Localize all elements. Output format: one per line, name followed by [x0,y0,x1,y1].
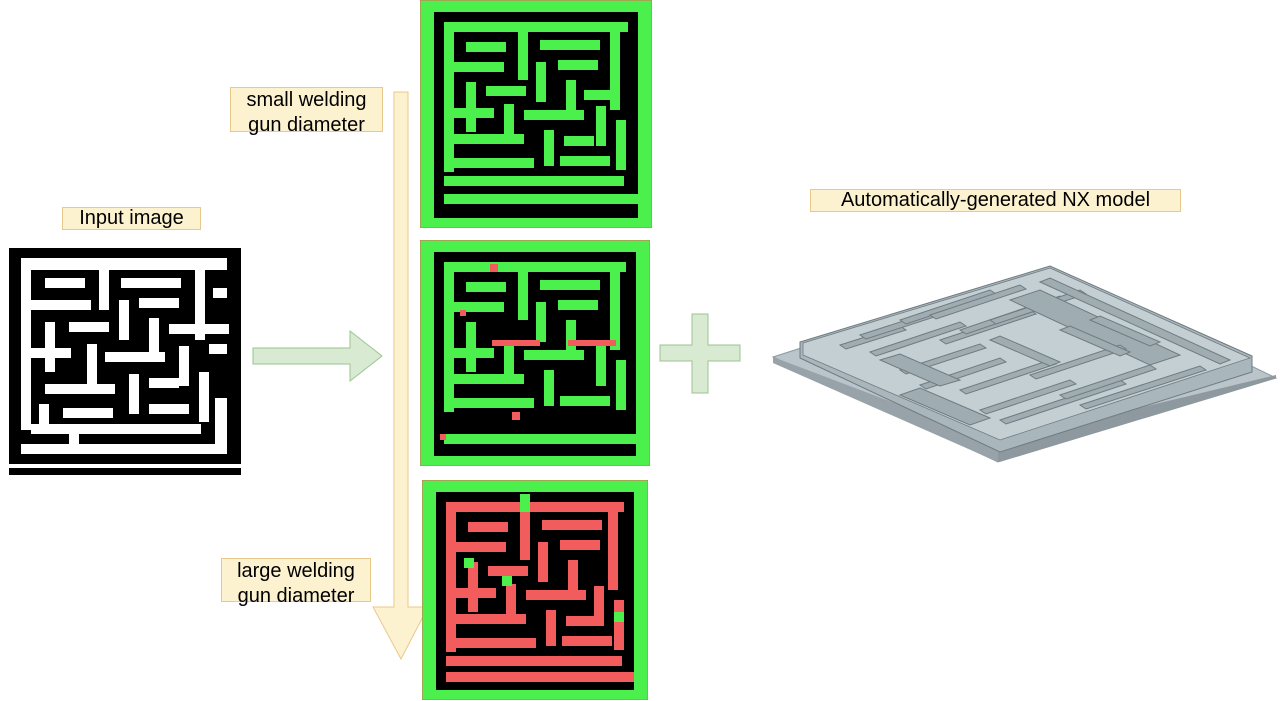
down-arrow [372,91,429,661]
small-diameter-label-line2: gun diameter [248,114,365,136]
right-arrow [252,329,383,383]
small-diameter-label-line1: small welding [246,89,367,111]
large-diameter-label: large welding gun diameter [221,558,371,607]
result-maze-large-diameter [422,480,648,700]
small-diameter-label: small welding gun diameter [230,87,383,136]
result-maze-medium-diameter [420,240,650,466]
result-maze-small-diameter [420,0,652,228]
nx-model-label: Automatically-generated NX model [810,189,1181,212]
large-diameter-label-line2: gun diameter [237,585,355,607]
input-image-label: Input image [62,207,201,230]
large-diameter-label-line1: large welding [237,560,355,582]
plus-sign [659,313,741,394]
nx-model-3d [771,265,1278,463]
input-maze-image [9,248,241,475]
